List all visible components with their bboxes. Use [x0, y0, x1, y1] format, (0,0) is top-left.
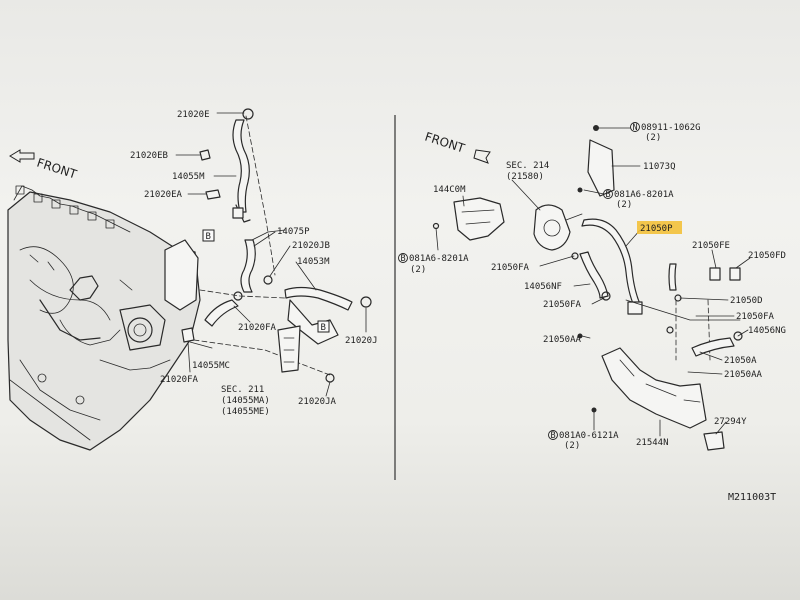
label-08911-1062g: 08911-1062G [641, 123, 701, 133]
label-081a6-8201a-right-qty: (2) [616, 200, 632, 210]
label-21020fa-mid: 21020FA [238, 323, 277, 333]
prefix-b-right: B [606, 190, 611, 200]
prefix-b-right-circle [603, 189, 613, 199]
label-21020j: 21020J [345, 336, 378, 346]
label-21050fa-mid: 21050FA [543, 300, 582, 310]
label-21050p: 21050P [640, 224, 673, 234]
label-21050aa: 21050AA [543, 335, 582, 345]
ref-box-b-pipe-label: B [321, 323, 326, 333]
label-144c0m: 144C0M [433, 185, 466, 195]
hose-14056ng [666, 326, 743, 357]
hose-14055m [232, 108, 276, 276]
label-081a6-8201a-left: 081A6-8201A [409, 254, 469, 264]
label-14056nf: 14056NF [524, 282, 562, 292]
label-081a6-8201a-left-qty: (2) [410, 265, 426, 275]
left-panel: FRONT [7, 108, 378, 451]
diagram-id: M211003T [728, 492, 776, 503]
label-14075p: 14075P [277, 227, 310, 237]
label-21050fa-right: 21050FA [736, 312, 775, 322]
hose-14075p [240, 229, 286, 293]
highlight-21050p [637, 221, 682, 234]
label-081a0-6121a-qty: (2) [564, 441, 580, 451]
bolt-21050aa [577, 333, 583, 339]
ref-box-b-engine-label: B [206, 232, 211, 242]
clip-21020ea [205, 189, 221, 200]
label-21050d: 21050D [730, 296, 763, 306]
front-label-left: FRONT [35, 156, 79, 182]
label-08911-1062g-qty: (2) [645, 133, 661, 143]
label-081a6-8201a-right: 081A6-8201A [614, 190, 674, 200]
label-sec211-line1: SEC. 211 [221, 385, 264, 395]
clip-27294y [703, 431, 725, 451]
label-14055mc: 14055MC [192, 361, 230, 371]
prefix-n-circle [630, 122, 640, 132]
prefix-n: N [633, 123, 638, 133]
label-21050fd: 21050FD [748, 251, 786, 261]
ref-box-b-pipe [317, 320, 330, 333]
bracket-144c0m [432, 197, 505, 241]
label-081a0-6121a: 081A0-6121A [559, 431, 619, 441]
hose-21050fe [668, 263, 741, 302]
valve-21580 [533, 204, 583, 251]
bracket-11073q [577, 125, 615, 197]
label-21050a: 21050A [724, 356, 757, 366]
label-27294y: 27294Y [714, 417, 747, 427]
label-21020eb: 21020EB [130, 151, 168, 161]
bracket-21544n [601, 299, 741, 429]
label-21020fa-low: 21020FA [160, 375, 199, 385]
hose-14055mc [181, 291, 331, 376]
label-sec214-line2: (21580) [506, 172, 544, 182]
prefix-b-left: B [401, 254, 406, 264]
bolt-081a0 [591, 407, 597, 413]
prefix-b-lower-circle [548, 430, 558, 440]
leaders-left [175, 112, 367, 397]
front-arrow-left: FRONT [9, 149, 79, 182]
label-14055m: 14055M [172, 172, 205, 182]
hose-14056nf [571, 251, 611, 301]
label-21050aa-right: 21050AA [724, 370, 763, 380]
label-sec211-line2: (14055MA) [221, 396, 270, 406]
hose-14053m [199, 286, 372, 345]
label-21544n: 21544N [636, 438, 669, 448]
label-21020e: 21020E [177, 110, 210, 120]
front-arrow-right: FRONT [423, 130, 491, 164]
bracket-21020ja [277, 325, 335, 383]
prefix-b-lower: B [551, 431, 556, 441]
label-14053m: 14053M [297, 257, 330, 267]
front-label-right: FRONT [423, 130, 467, 156]
label-21050fe: 21050FE [692, 241, 730, 251]
label-21050fa-top: 21050FA [491, 263, 530, 273]
label-11073q: 11073Q [643, 162, 676, 172]
clip-21020eb [199, 149, 211, 161]
right-panel: FRONT [398, 122, 786, 451]
label-sec211-line3: (14055ME) [221, 407, 270, 417]
label-14056ng: 14056NG [748, 326, 786, 336]
prefix-b-left-circle [398, 253, 408, 263]
label-sec214-line1: SEC. 214 [506, 161, 549, 171]
label-21020ja: 21020JA [298, 397, 337, 407]
label-21020jb: 21020JB [292, 241, 330, 251]
label-21020ea: 21020EA [144, 190, 183, 200]
engine-block [7, 185, 201, 451]
ref-box-b-engine [202, 229, 215, 242]
